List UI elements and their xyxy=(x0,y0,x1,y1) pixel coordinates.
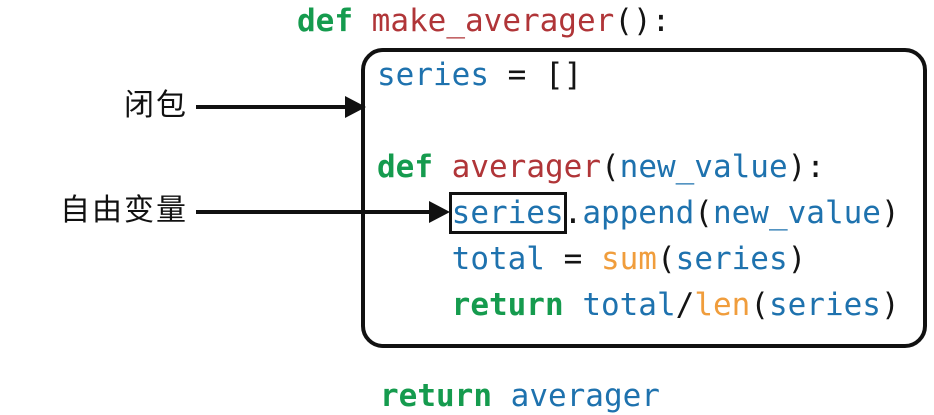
label-closure: 闭包 xyxy=(124,89,188,122)
code-token: append xyxy=(582,195,695,231)
free-variable-box: series xyxy=(448,192,567,234)
code-token: ): xyxy=(787,149,825,185)
code-token: ) xyxy=(880,195,900,231)
free-variable-arrow-line xyxy=(196,210,430,214)
code-token: (): xyxy=(614,3,671,39)
code-token: return xyxy=(451,287,564,323)
code-token: series xyxy=(675,241,788,277)
code-token: new_value xyxy=(712,195,881,231)
code-token: len xyxy=(694,287,751,323)
code-line-total-sum: total = sum(series) xyxy=(377,236,900,282)
label-free-variable: 自由变量 xyxy=(60,194,188,227)
code-token: ( xyxy=(656,241,676,277)
code-token: def xyxy=(297,3,353,39)
code-token: / xyxy=(675,287,695,323)
code-token: averager xyxy=(451,149,601,185)
code-line-def-averager: def averager(new_value): xyxy=(377,144,900,190)
code-token xyxy=(377,241,452,277)
code-token xyxy=(492,378,511,414)
code-line-make-averager: def make_averager(): xyxy=(297,3,670,39)
code-token xyxy=(433,149,452,185)
code-token: ( xyxy=(750,287,769,323)
closure-box xyxy=(361,48,927,348)
closure-arrowhead-icon xyxy=(345,96,366,118)
code-token: total xyxy=(451,241,545,277)
code-token: . xyxy=(563,195,583,231)
code-token: series xyxy=(377,57,489,93)
code-token: averager xyxy=(510,378,660,414)
code-token: ) xyxy=(880,287,900,323)
code-token: def xyxy=(377,149,433,185)
code-token: ( xyxy=(694,195,713,231)
code-token: new_value xyxy=(619,149,788,185)
code-token: total xyxy=(582,287,676,323)
code-token: = [] xyxy=(488,57,583,93)
closure-arrow-line xyxy=(196,105,346,109)
code-token: = xyxy=(544,241,601,277)
code-token xyxy=(564,287,583,323)
code-token xyxy=(353,3,372,39)
code-line-return-total: return total/len(series) xyxy=(377,282,900,328)
code-token: ) xyxy=(787,241,807,277)
code-line-blank xyxy=(377,98,900,144)
code-line-series-init: series = [] xyxy=(377,52,900,98)
code-token: sum xyxy=(600,241,657,277)
code-token xyxy=(377,287,452,323)
code-token: make_averager xyxy=(371,3,615,39)
code-line-series-append: series.append(new_value) xyxy=(377,190,900,236)
code-token: ( xyxy=(600,149,620,185)
code-line-return-averager: return averager xyxy=(380,378,660,414)
code-token: series xyxy=(768,287,881,323)
code-token: return xyxy=(380,378,492,414)
closure-code-block: series = [] def averager(new_value): ser… xyxy=(377,52,900,328)
free-variable-arrowhead-icon xyxy=(429,201,450,223)
